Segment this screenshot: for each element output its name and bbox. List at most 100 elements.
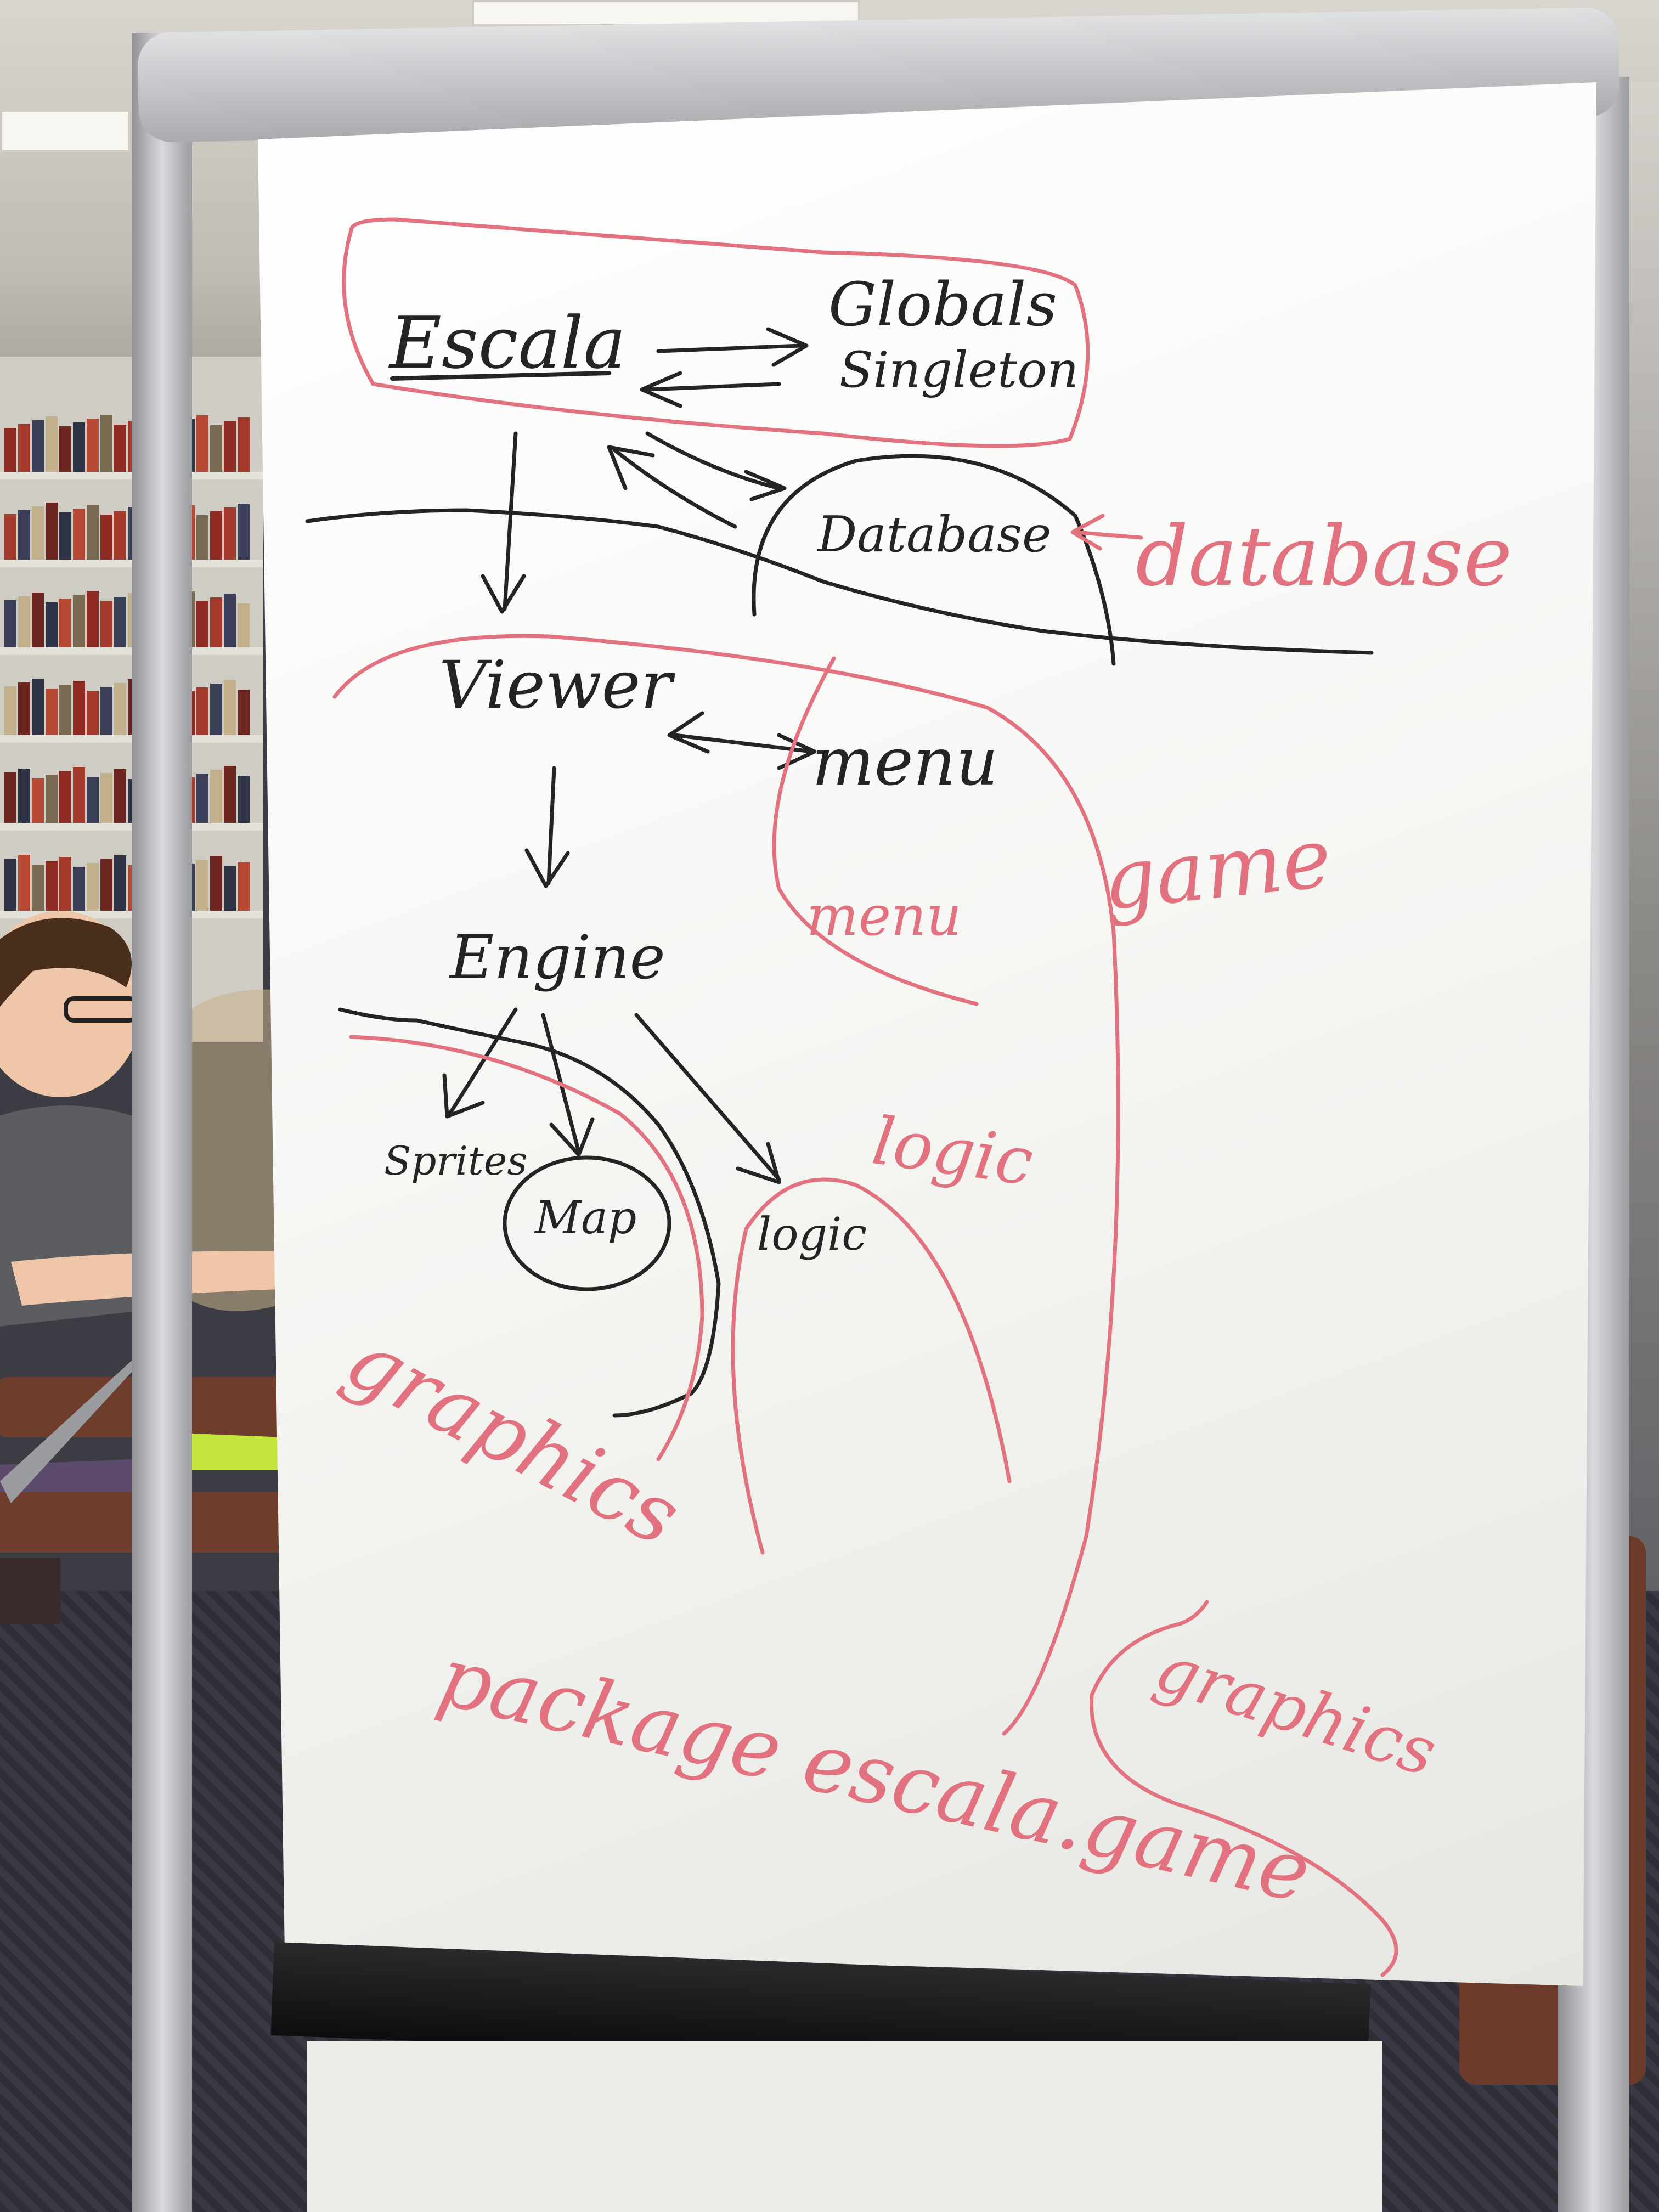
book-spine — [73, 422, 85, 472]
book-spine — [210, 856, 222, 911]
book-spine — [114, 425, 126, 472]
book-spine — [73, 681, 85, 735]
book-spine — [32, 506, 44, 560]
book-spine — [59, 685, 71, 735]
book-spine — [46, 861, 58, 911]
shelf-row — [0, 763, 258, 828]
label-sprites: Sprites — [384, 1138, 528, 1184]
book-spine — [4, 686, 16, 735]
red-label-menu: menu — [806, 884, 962, 948]
book-spine — [224, 507, 236, 560]
book-spine — [196, 774, 208, 823]
red-label-database: database — [1136, 509, 1513, 605]
book-spine — [114, 769, 126, 823]
book-spine — [238, 417, 250, 472]
book-spine — [46, 775, 58, 823]
book-spine — [196, 860, 208, 911]
label-map: Map — [535, 1192, 637, 1244]
shelf-row — [0, 499, 258, 565]
book-spine — [18, 424, 30, 472]
label-viewer: Viewer — [439, 647, 673, 724]
book-spine — [210, 511, 222, 560]
book-spine — [18, 510, 30, 560]
book-spine — [100, 687, 112, 735]
book-spine — [87, 419, 99, 472]
book-spine — [59, 857, 71, 911]
book-spine — [4, 428, 16, 472]
book-spine — [32, 592, 44, 647]
book-spine — [18, 855, 30, 911]
label-engine: Engine — [450, 922, 665, 992]
book-spine — [32, 679, 44, 735]
label-escala: Escala — [390, 301, 627, 385]
book-spine — [32, 778, 44, 823]
label-singleton: Singleton — [839, 341, 1079, 399]
ceiling-light — [0, 110, 131, 153]
book-spine — [196, 687, 208, 735]
book-spine — [224, 421, 236, 472]
book-spine — [114, 597, 126, 647]
book-spine — [87, 777, 99, 823]
book-spine — [114, 855, 126, 911]
book-spine — [100, 859, 112, 911]
book-spine — [196, 415, 208, 472]
book-spine — [196, 601, 208, 647]
book-spine — [87, 505, 99, 560]
book-spine — [100, 415, 112, 472]
book-spine — [59, 426, 71, 472]
book-spine — [59, 771, 71, 823]
book-spine — [224, 680, 236, 735]
book-spine — [87, 863, 99, 911]
label-database: Database — [817, 506, 1052, 563]
table-surface — [307, 2041, 1383, 2212]
book-spine — [210, 597, 222, 647]
book-spine — [87, 591, 99, 647]
shelf-row — [0, 675, 258, 741]
book-spine — [18, 682, 30, 735]
red-label-game: game — [1098, 810, 1336, 929]
book-spine — [100, 515, 112, 560]
book-spine — [238, 690, 250, 735]
book-spine — [100, 773, 112, 823]
book-spine — [210, 770, 222, 823]
book-spine — [59, 512, 71, 560]
book-spine — [59, 599, 71, 647]
book-spine — [73, 595, 85, 647]
book-spine — [238, 776, 250, 823]
book-spine — [238, 603, 250, 647]
book-spine — [210, 684, 222, 735]
book-spine — [224, 866, 236, 911]
book-spine — [100, 601, 112, 647]
book-spine — [32, 420, 44, 472]
book-spine — [18, 769, 30, 823]
book-spine — [18, 596, 30, 647]
label-menu: menu — [812, 724, 998, 800]
book-spine — [73, 509, 85, 560]
book-spine — [4, 600, 16, 647]
book-spine — [87, 691, 99, 735]
book-spine — [114, 683, 126, 735]
book-spine — [32, 865, 44, 911]
book-spine — [238, 504, 250, 560]
book-spine — [114, 511, 126, 560]
label-globals: Globals — [828, 269, 1057, 340]
label-logic: logic — [757, 1209, 867, 1261]
book-spine — [196, 515, 208, 560]
shelf-row — [0, 850, 258, 916]
stand-left-post — [132, 33, 192, 2212]
book-spine — [210, 425, 222, 472]
book-spine — [46, 602, 58, 647]
book-spine — [224, 594, 236, 647]
book-spine — [4, 859, 16, 911]
book-spine — [46, 416, 58, 472]
book-spine — [46, 689, 58, 735]
book-spine — [4, 772, 16, 823]
book-spine — [4, 514, 16, 560]
book-spine — [46, 503, 58, 560]
book-spine — [238, 862, 250, 911]
shelf-row — [0, 587, 258, 653]
book-spine — [73, 867, 85, 911]
book-spine — [224, 766, 236, 823]
book-spine — [73, 767, 85, 823]
shelf-row — [0, 411, 258, 477]
